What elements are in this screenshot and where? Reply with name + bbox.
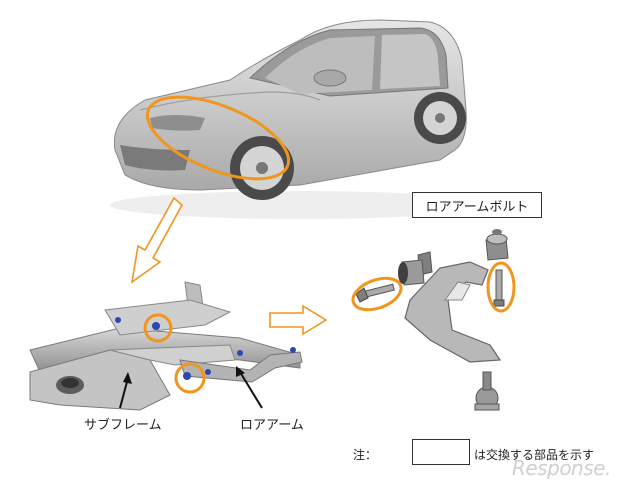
arrow-car-to-subframe <box>130 196 184 284</box>
watermark-logo: Response. <box>512 456 611 480</box>
legend-note-text: は交換する部品を示す <box>474 448 595 462</box>
bolt-highlight-right <box>486 261 516 313</box>
subframe-highlight-upper <box>143 313 173 343</box>
leader-subframe <box>119 372 132 409</box>
lower-arm-illustration <box>355 229 509 411</box>
subframe-illustration <box>29 281 303 411</box>
leader-lower-arm <box>236 366 263 409</box>
lower-arm-label: ロアアーム <box>240 418 304 433</box>
subframe-highlight-lower <box>174 362 206 394</box>
arrow-subframe-to-arm <box>269 304 328 336</box>
legend-swatch-box <box>412 439 470 465</box>
subframe-label: サブフレーム <box>84 418 162 433</box>
bolt-highlight-left <box>351 276 403 312</box>
legend-note-prefix: 注： <box>353 448 378 462</box>
car-highlight-ellipse <box>145 95 291 181</box>
lower-arm-bolt-label: ロアアームボルト <box>412 192 542 218</box>
car-illustration <box>110 19 490 219</box>
